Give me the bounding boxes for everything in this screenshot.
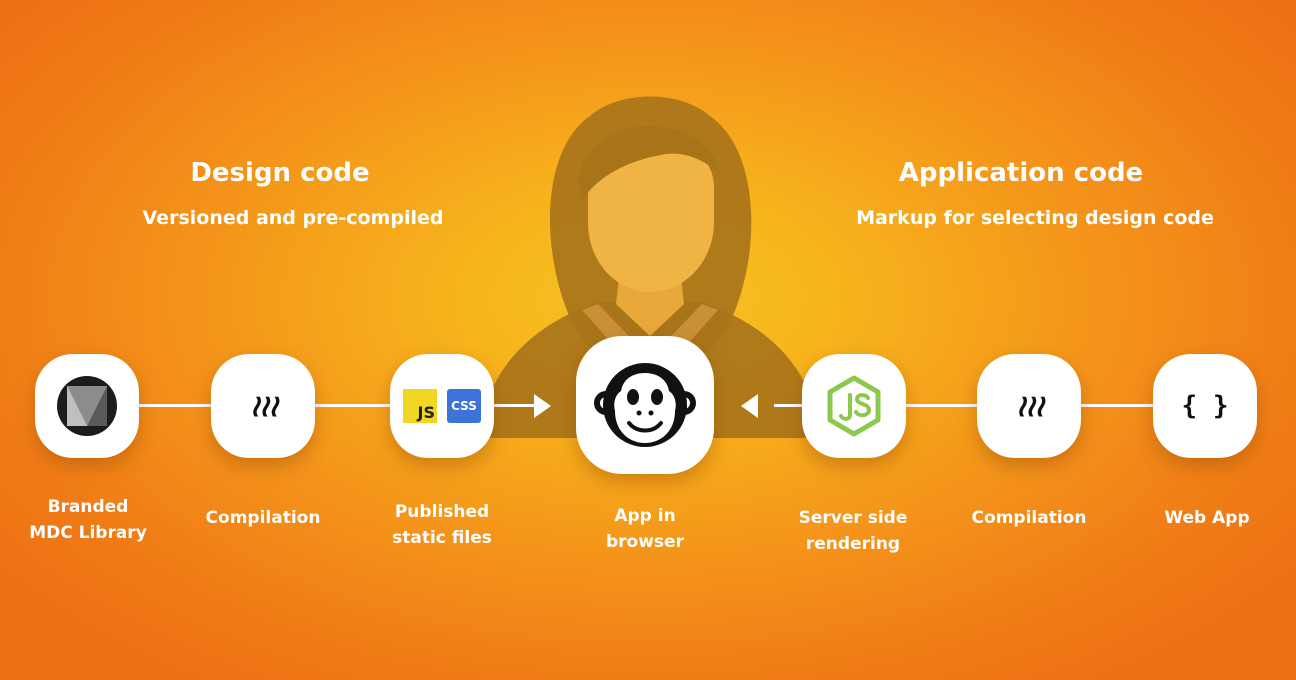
node-label: Web App <box>1164 508 1250 528</box>
connector-line <box>314 404 394 407</box>
nodejs-icon <box>827 375 881 437</box>
braces-icon: { } <box>1181 391 1229 421</box>
connector-line <box>494 404 534 407</box>
node-label: Compilation <box>971 508 1087 528</box>
app-in-browser-node <box>576 336 714 474</box>
css-icon: CSS <box>447 389 481 423</box>
js-icon: JS <box>403 389 437 423</box>
steam-icon: ≀≀≀ <box>249 388 279 424</box>
node-label-line: Server side <box>798 508 908 528</box>
connector-line <box>1080 404 1156 407</box>
application-code-subtitle: Markup for selecting design code <box>856 207 1214 229</box>
static-files-node: JS CSS <box>390 354 494 458</box>
design-code-subtitle: Versioned and pre-compiled <box>142 207 444 229</box>
server-rendering-node <box>802 354 906 458</box>
node-label: Server side rendering <box>773 505 933 557</box>
compilation-node: ≀≀≀ <box>977 354 1081 458</box>
node-label: Branded MDC Library <box>8 494 168 546</box>
node-label-line: browser <box>606 532 684 552</box>
node-label: App in browser <box>565 503 725 555</box>
monkey-icon <box>594 363 696 447</box>
design-code-title: Design code <box>190 158 370 188</box>
application-code-title: Application code <box>898 158 1144 188</box>
person-silhouette-icon <box>478 96 822 438</box>
node-label-line: rendering <box>805 534 901 554</box>
arrow-right-icon <box>534 394 551 418</box>
node-label: Published static files <box>362 499 522 551</box>
node-label: Compilation <box>205 508 321 528</box>
node-label-line: MDC Library <box>29 523 147 543</box>
mdc-library-node <box>35 354 139 458</box>
connector-line <box>904 404 980 407</box>
connector-line <box>138 404 214 407</box>
steam-icon: ≀≀≀ <box>1015 388 1045 424</box>
node-label-line: static files <box>392 528 492 548</box>
node-label-line: Branded <box>47 497 129 517</box>
node-label-line: App in <box>614 506 676 526</box>
connector-line <box>774 404 804 407</box>
web-app-node: { } <box>1153 354 1257 458</box>
node-label-line: Published <box>394 502 490 522</box>
arrow-left-icon <box>741 394 758 418</box>
mdc-logo-icon <box>57 376 117 436</box>
compilation-node: ≀≀≀ <box>211 354 315 458</box>
